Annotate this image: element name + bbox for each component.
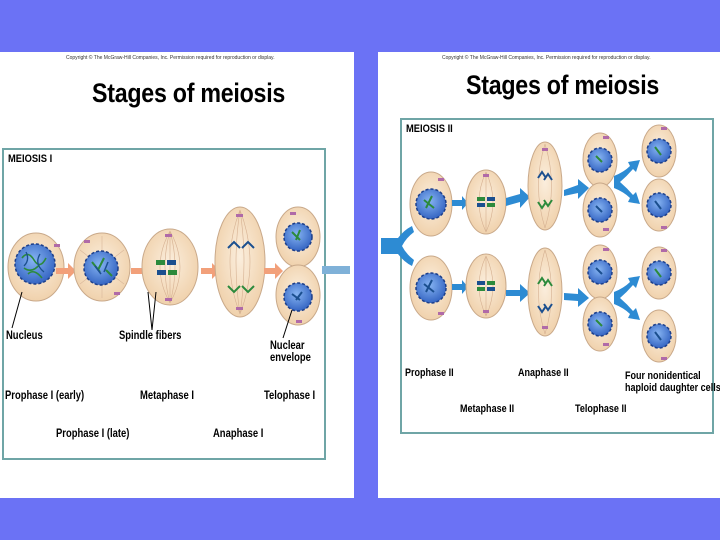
cell-metaphase-ii-bottom bbox=[465, 253, 507, 319]
stage-label-prophase-i-early: Prophase I (early) bbox=[5, 390, 85, 402]
cell-metaphase-i bbox=[141, 228, 199, 306]
cell-telophase-i bbox=[275, 206, 321, 326]
daughter-cells-bottom bbox=[641, 246, 677, 363]
arrow-icon bbox=[564, 288, 589, 307]
stage-label-prophase-ii: Prophase II bbox=[405, 367, 454, 379]
arrow-icon bbox=[452, 196, 468, 210]
copyright-notice: Copyright © The McGraw-Hill Companies, I… bbox=[66, 55, 275, 61]
cell-anaphase-ii-bottom bbox=[527, 247, 563, 337]
stage-label-metaphase-i: Metaphase I bbox=[140, 390, 194, 402]
meiosis-ii-label: MEIOSIS II bbox=[406, 123, 453, 135]
cell-telophase-ii-bottom bbox=[582, 244, 618, 352]
copyright-notice: Copyright © The McGraw-Hill Companies, I… bbox=[442, 55, 651, 61]
cell-metaphase-ii-top bbox=[465, 169, 507, 235]
stage-label-four-cells-line1: Four nonidentical bbox=[625, 370, 701, 382]
meiosis-i-label: MEIOSIS I bbox=[8, 153, 53, 165]
stage-label-telophase-ii: Telophase II bbox=[575, 403, 627, 415]
stage-label-anaphase-ii: Anaphase II bbox=[518, 367, 569, 379]
stage-label-telophase-i: Telophase I bbox=[264, 390, 316, 402]
cell-prophase-ii-bottom bbox=[409, 255, 453, 321]
stage-label-anaphase-i: Anaphase I bbox=[213, 428, 264, 440]
arrow-icon bbox=[56, 263, 76, 279]
nuclear-envelope-callout-line1: Nuclear bbox=[270, 340, 305, 352]
stage-label-metaphase-ii: Metaphase II bbox=[460, 403, 515, 415]
split-arrow-icon bbox=[614, 160, 640, 204]
stage-label-prophase-i-late: Prophase I (late) bbox=[56, 428, 130, 440]
arrow-icon bbox=[506, 188, 530, 208]
cell-prophase-i-early bbox=[7, 232, 65, 302]
daughter-cells-top bbox=[641, 124, 677, 232]
page-title: Stages of meiosis bbox=[466, 70, 660, 100]
spindle-fibers-callout: Spindle fibers bbox=[119, 330, 182, 342]
split-arrow-icon bbox=[381, 226, 414, 266]
arrow-icon bbox=[264, 263, 283, 279]
cell-anaphase-i bbox=[214, 206, 266, 318]
arrow-icon bbox=[506, 284, 530, 302]
cell-anaphase-ii-top bbox=[527, 141, 563, 231]
page-title: Stages of meiosis bbox=[92, 78, 286, 108]
split-arrow-icon bbox=[614, 276, 640, 320]
nucleus-callout: Nucleus bbox=[6, 330, 43, 342]
cell-prophase-ii-top bbox=[409, 171, 453, 237]
cell-telophase-ii-top bbox=[582, 132, 618, 238]
stage-label-four-cells-line2: haploid daughter cells bbox=[625, 382, 720, 394]
cell-prophase-i-late bbox=[73, 232, 131, 302]
nuclear-envelope-callout-line2: envelope bbox=[270, 352, 311, 364]
arrow-icon bbox=[564, 179, 589, 199]
connector-bar bbox=[322, 266, 350, 274]
arrow-icon bbox=[452, 280, 468, 294]
